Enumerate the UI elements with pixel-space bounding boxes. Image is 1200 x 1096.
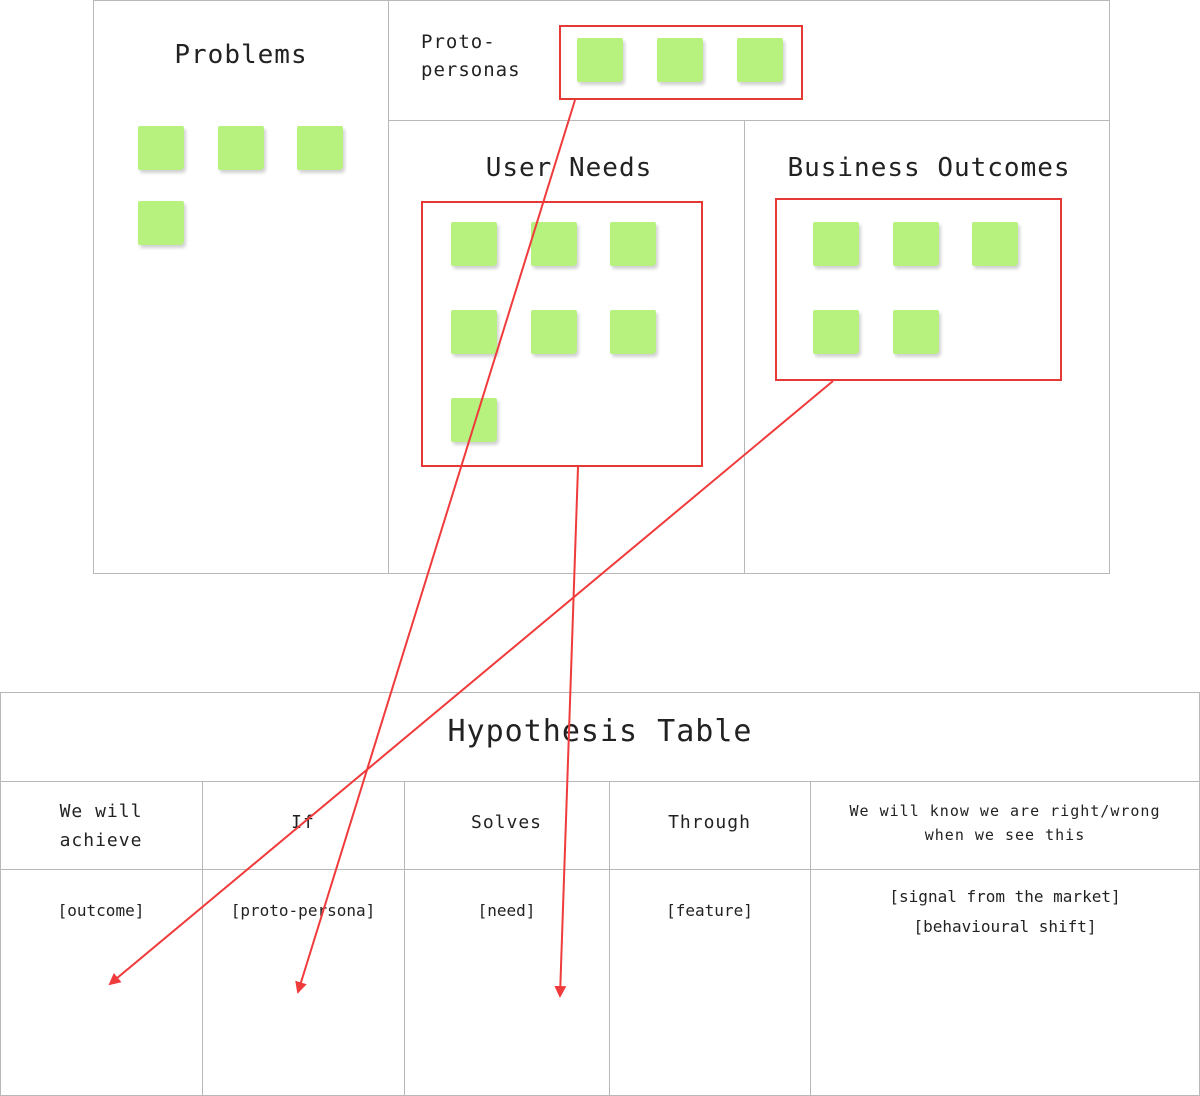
cell-proto-persona: [proto-persona]	[230, 901, 376, 920]
sticky-note[interactable]	[451, 310, 497, 354]
user-needs-title: User Needs	[485, 153, 653, 183]
column-header-solves: Solves	[470, 812, 543, 833]
column-header-signal: We will know we are right/wrong when we …	[849, 802, 1161, 844]
sticky-note[interactable]	[893, 310, 939, 354]
sticky-note[interactable]	[218, 126, 264, 170]
column-header-through: Through	[668, 812, 751, 833]
problems-title: Problems	[174, 40, 308, 70]
sticky-note[interactable]	[451, 222, 497, 266]
column-header-we-will-achieve: We will achieve	[59, 801, 143, 851]
sticky-note[interactable]	[737, 38, 783, 82]
cell-outcome: [outcome]	[57, 901, 145, 920]
sticky-note[interactable]	[813, 222, 859, 266]
sticky-note[interactable]	[893, 222, 939, 266]
cell-feature: [feature]	[666, 901, 753, 920]
sticky-note[interactable]	[531, 310, 577, 354]
sticky-note[interactable]	[138, 126, 184, 170]
business-outcomes-panel	[744, 120, 1110, 574]
business-outcomes-highlight	[775, 198, 1062, 381]
sticky-note[interactable]	[813, 310, 859, 354]
sticky-note[interactable]	[297, 126, 343, 170]
sticky-note[interactable]	[972, 222, 1018, 266]
sticky-note[interactable]	[138, 201, 184, 245]
hypothesis-table-title: Hypothesis Table	[447, 714, 753, 749]
business-outcomes-title: Business Outcomes	[787, 153, 1071, 183]
sticky-note[interactable]	[610, 310, 656, 354]
sticky-note[interactable]	[577, 38, 623, 82]
sticky-note[interactable]	[531, 222, 577, 266]
problems-panel	[93, 0, 389, 574]
cell-signal: [signal from the market] [behavioural sh…	[889, 887, 1121, 936]
sticky-note[interactable]	[451, 398, 497, 442]
cell-need: [need]	[477, 901, 536, 920]
sticky-note[interactable]	[657, 38, 703, 82]
sticky-note[interactable]	[610, 222, 656, 266]
proto-personas-highlight	[559, 25, 803, 100]
column-header-if: If	[291, 812, 315, 833]
proto-personas-title: Proto- personas	[421, 31, 521, 81]
